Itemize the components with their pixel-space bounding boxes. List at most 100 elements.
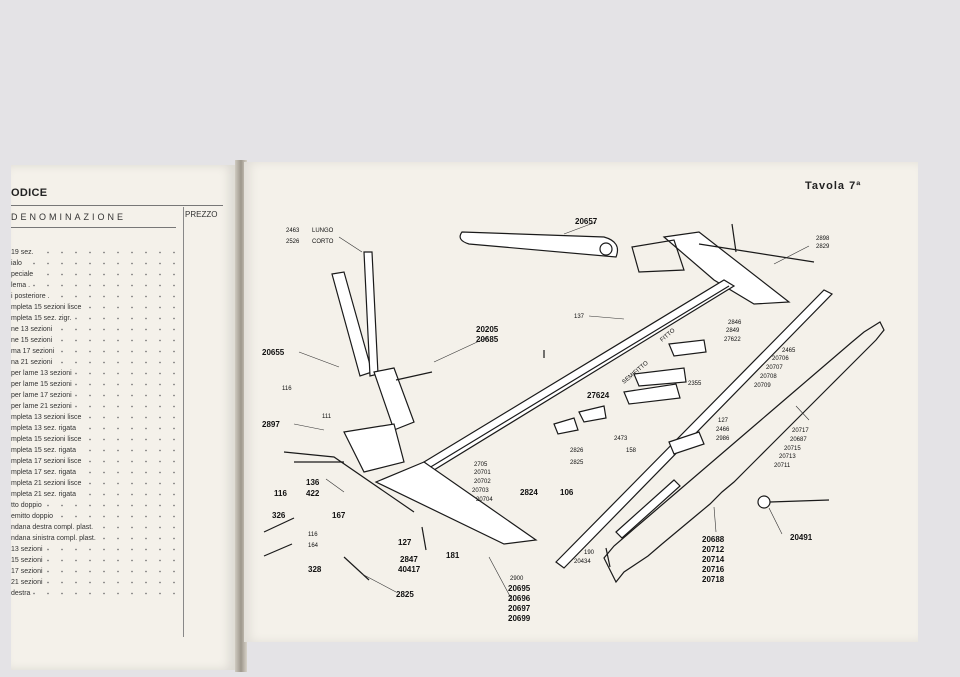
- codice-heading: ODICE: [11, 187, 48, 199]
- part-20701-label: 20701: [474, 470, 491, 476]
- part-20709-label: 20709: [754, 383, 771, 389]
- description-text: 15 sezioni: [11, 557, 45, 564]
- description-row: ndana destra compl. plast.: [11, 522, 181, 533]
- part-116-c-label: 116: [308, 532, 318, 538]
- description-text: mpleta 13 sez. rigata: [11, 425, 78, 432]
- lungo-label: LUNGO: [312, 228, 334, 234]
- part-2824-label: 2824: [520, 488, 538, 497]
- part-137-label: 137: [574, 314, 585, 320]
- description-row: mpleta 17 sezioni lisce: [11, 456, 181, 467]
- part-20687-label: 20687: [790, 437, 807, 443]
- part-111-label: 111: [322, 414, 332, 420]
- part-2897-label: 2897: [262, 420, 280, 429]
- description-text: mpleta 17 sez. rigata: [11, 469, 78, 476]
- part-20696-label: 20696: [508, 594, 531, 603]
- part-20702-label: 20702: [474, 479, 491, 485]
- part-20712-label: 20712: [702, 545, 725, 554]
- description-row: mpleta 17 sez. rigata: [11, 467, 181, 478]
- part-136-label: 136: [306, 478, 320, 487]
- description-row: na 21 sezioni: [11, 357, 181, 368]
- part-2473-label: 2473: [614, 436, 628, 442]
- part-20685-label: 20685: [476, 335, 499, 344]
- prezzo-header: PREZZO: [185, 210, 218, 219]
- description-row: ne 13 sezioni: [11, 324, 181, 335]
- part-2829-label: 2829: [816, 244, 830, 250]
- description-text: tto doppio: [11, 502, 44, 509]
- part-20718-label: 20718: [702, 575, 725, 584]
- header-rule-top: [11, 205, 223, 206]
- part-127-label: 127: [718, 418, 729, 424]
- description-row: mpleta 13 sez. rigata: [11, 423, 181, 434]
- description-text: mpleta 15 sezioni lisce: [11, 304, 84, 311]
- description-text: ndana sinistra compl. plast.: [11, 535, 98, 542]
- description-text: 17 sezioni: [11, 568, 45, 575]
- part-20708-label: 20708: [760, 374, 777, 380]
- knife-blade-part: [603, 321, 885, 584]
- part-2355-label: 2355: [688, 381, 702, 387]
- description-text: mpleta 17 sezioni lisce: [11, 458, 84, 465]
- description-row: peciale: [11, 269, 181, 280]
- part-20704-label: 20704: [476, 497, 493, 503]
- description-text: ma 17 sezioni: [11, 348, 57, 355]
- part-2526-label: 2526: [286, 239, 300, 245]
- part-2900-label: 2900: [510, 576, 524, 582]
- description-row: per lame 17 sezioni: [11, 390, 181, 401]
- description-text: ne 15 sezioni: [11, 337, 55, 344]
- part-20716-label: 20716: [702, 565, 725, 574]
- plate-title: Tavola 7ª: [805, 180, 862, 192]
- description-text: ndana destra compl. plast.: [11, 524, 96, 531]
- description-text: per lame 13 sezioni: [11, 370, 74, 377]
- part-20657-label: 20657: [575, 217, 598, 226]
- description-row: ma 17 sezioni: [11, 346, 181, 357]
- bolts-part: [263, 350, 611, 581]
- part-2825-label: 2825: [570, 460, 584, 466]
- part-20707-label: 20707: [766, 365, 783, 371]
- part-164-label: 164: [308, 543, 319, 549]
- part-20714-label: 20714: [702, 555, 725, 564]
- part-20205-label: 20205: [476, 325, 499, 334]
- part-2898-label: 2898: [816, 236, 830, 242]
- description-row: 17 sezioni: [11, 566, 181, 577]
- part-328-label: 328: [308, 565, 322, 574]
- denominazione-header: DENOMINAZIONE: [11, 212, 127, 222]
- description-row: ndana sinistra compl. plast.: [11, 533, 181, 544]
- part-2463-label: 2463: [286, 228, 300, 234]
- description-row: emitto doppio: [11, 511, 181, 522]
- part-326-label: 326: [272, 511, 286, 520]
- part-422-label: 422: [306, 489, 320, 498]
- description-row: mpleta 13 sezioni lisce: [11, 412, 181, 423]
- description-row: per lame 13 sezioni: [11, 368, 181, 379]
- description-text: mpleta 21 sez. rigata: [11, 491, 78, 498]
- description-text: 13 sezioni: [11, 546, 45, 553]
- outer-shoe-part: [631, 223, 815, 305]
- part-2847-label: 2847: [400, 555, 418, 564]
- corto-label: CORTO: [312, 239, 334, 245]
- exploded-diagram-page: Tavola 7ª: [244, 162, 918, 642]
- part-20697-label: 20697: [508, 604, 531, 613]
- description-row: 13 sezioni: [11, 544, 181, 555]
- part-2986-label: 2986: [716, 436, 730, 442]
- part-158-label: 158: [626, 448, 637, 454]
- part-2846-label: 2846: [728, 320, 742, 326]
- blade-guard-part: [459, 231, 619, 258]
- part-20706-label: 20706: [772, 356, 789, 362]
- swath-board-part: [331, 251, 415, 431]
- description-row: 19 sez.: [11, 247, 181, 258]
- description-text: ne 13 sezioni: [11, 326, 55, 333]
- description-row: mpleta 21 sezioni lisce: [11, 478, 181, 489]
- part-127-b-label: 127: [398, 538, 412, 547]
- description-row: destra: [11, 588, 181, 599]
- part-20699-label: 20699: [508, 614, 531, 623]
- part-20715-label: 20715: [784, 446, 801, 452]
- part-2465-label: 2465: [782, 348, 796, 354]
- part-20491-label: 20491: [790, 533, 813, 542]
- part-20434-label: 20434: [574, 559, 591, 565]
- description-text: peciale: [11, 271, 36, 278]
- cutter-bar-exploded-drawing: 2463 LUNGO 2526 CORTO 20657 2898 2829 13…: [262, 217, 885, 623]
- part-116-label: 116: [282, 386, 292, 392]
- description-text: per lame 17 sezioni: [11, 392, 74, 399]
- part-20703-label: 20703: [472, 488, 489, 494]
- description-row: tto doppio: [11, 500, 181, 511]
